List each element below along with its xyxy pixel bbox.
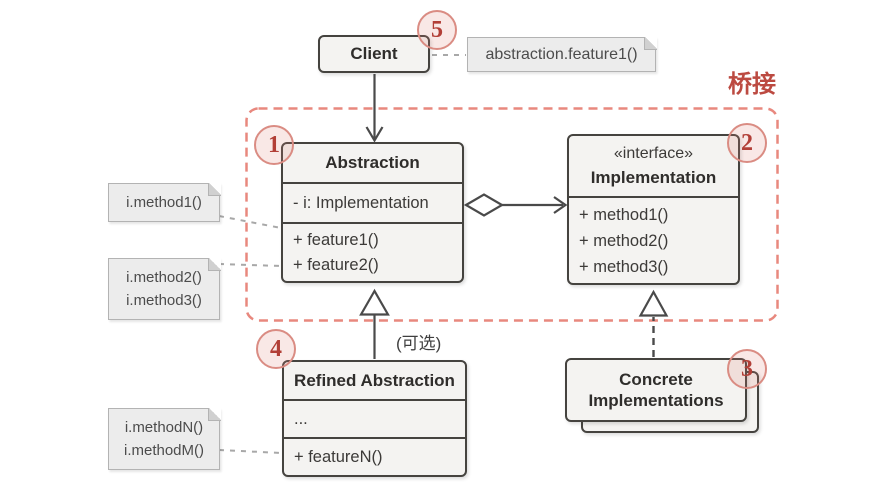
note-fold-icon	[207, 407, 221, 421]
abstraction-method-2: + feature2()	[293, 255, 379, 274]
step-badge-2: 2	[727, 123, 767, 163]
concrete-title-line2: Implementations	[588, 391, 724, 410]
note-line: i.method2()	[126, 269, 202, 286]
step-badge-3: 3	[727, 349, 767, 389]
inheritance-triangle	[359, 288, 390, 316]
note2-connector	[218, 263, 282, 267]
note-fold-icon	[207, 257, 221, 271]
note-fold-icon	[207, 182, 221, 196]
note-line: i.method1()	[126, 194, 202, 211]
note-method1: i.method1()	[108, 182, 221, 222]
bridge-label: 桥接	[728, 71, 776, 98]
note-line: i.method3()	[126, 292, 202, 309]
bridge-boundary	[245, 107, 779, 322]
client-note-text: abstraction.feature1()	[485, 46, 638, 63]
implementation-method-3: + method3()	[579, 257, 669, 276]
client-box: Client	[318, 35, 430, 73]
abstraction-method-1: + feature1()	[293, 230, 379, 249]
refined-abstraction-box: Refined Abstraction ... + featureN()	[282, 360, 467, 477]
aggregation-arrowhead	[553, 196, 568, 214]
note-fold-icon	[643, 36, 657, 50]
aggregation-diamond	[463, 193, 505, 217]
abstraction-box: Abstraction - i: Implementation + featur…	[281, 142, 464, 283]
note-line: i.methodM()	[123, 442, 205, 459]
interface-stereotype: «interface»	[613, 145, 694, 162]
realization-triangle	[638, 289, 669, 317]
client-title: Client	[350, 44, 398, 63]
client-note: abstraction.feature1()	[467, 36, 657, 72]
note3-connector	[218, 449, 283, 454]
implementation-methods: + method1() + method2() + method3()	[569, 196, 738, 283]
note-method2-3: i.method2() i.method3()	[108, 257, 221, 320]
concrete-title-line1: Concrete	[619, 370, 693, 389]
implementation-header: «interface» Implementation	[569, 136, 738, 196]
step-badge-5: 5	[417, 10, 457, 50]
concrete-implementations-box: Concrete Implementations	[565, 358, 747, 422]
refined-abstraction-methods: + featureN()	[284, 437, 465, 475]
note-line: i.methodN()	[124, 419, 204, 436]
refined-abstraction-field: ...	[284, 399, 465, 437]
refined-abstraction-title: Refined Abstraction	[294, 370, 455, 390]
step-badge-1: 1	[254, 125, 294, 165]
abstraction-field: - i: Implementation	[283, 182, 462, 222]
note-methodN-M: i.methodN() i.methodM()	[108, 407, 221, 470]
optional-label: (可选)	[396, 334, 442, 353]
implementation-title: Implementation	[590, 168, 717, 187]
implementation-method-1: + method1()	[579, 205, 669, 224]
implementation-method-2: + method2()	[579, 231, 669, 250]
abstraction-methods: + feature1() + feature2()	[283, 222, 462, 281]
client-to-abstraction-arrowhead	[365, 126, 384, 143]
refined-abstraction-method-1: + featureN()	[294, 447, 383, 466]
note1-connector	[218, 215, 282, 229]
step-badge-4: 4	[256, 329, 296, 369]
implementation-box: «interface» Implementation + method1() +…	[567, 134, 740, 285]
abstraction-title: Abstraction	[325, 153, 420, 172]
